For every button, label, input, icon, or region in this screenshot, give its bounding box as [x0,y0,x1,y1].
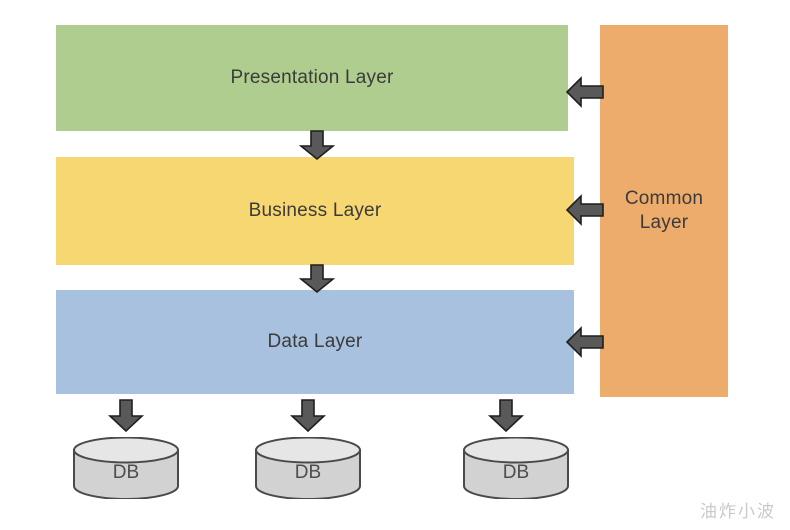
common-layer-label-line1: Common [624,188,704,210]
database-cylinder-2[interactable]: DB [253,436,363,500]
arrow-left-common-to-data [565,326,604,358]
arrow-left-common-to-business [565,194,604,226]
data-layer-label: Data Layer [267,331,363,353]
common-layer-label: Common Layer [625,187,703,235]
business-layer-label: Business Layer [248,200,382,222]
common-layer-box[interactable]: Common Layer [600,25,728,397]
database-label-1: DB [112,461,140,483]
business-layer-box[interactable]: Business Layer [56,157,574,265]
database-icon [463,436,569,500]
presentation-layer-label: Presentation Layer [230,67,394,89]
arrow-down-business-to-data [298,264,336,294]
database-cylinder-1[interactable]: DB [71,436,181,500]
database-label-3: DB [502,461,530,483]
arrow-down-data-to-db-2 [289,399,327,433]
common-layer-label-line2: Layer [639,212,689,233]
arrow-down-presentation-to-business [298,130,336,161]
data-layer-box[interactable]: Data Layer [56,290,574,394]
watermark-text: 油炸小波 [700,502,776,522]
arrow-left-common-to-presentation [565,76,604,108]
database-icon [73,436,179,500]
database-label-2: DB [294,461,322,483]
arrow-down-data-to-db-3 [487,399,525,433]
presentation-layer-box[interactable]: Presentation Layer [56,25,568,131]
database-cylinder-3[interactable]: DB [461,436,571,500]
arrow-down-data-to-db-1 [107,399,145,433]
database-icon [255,436,361,500]
